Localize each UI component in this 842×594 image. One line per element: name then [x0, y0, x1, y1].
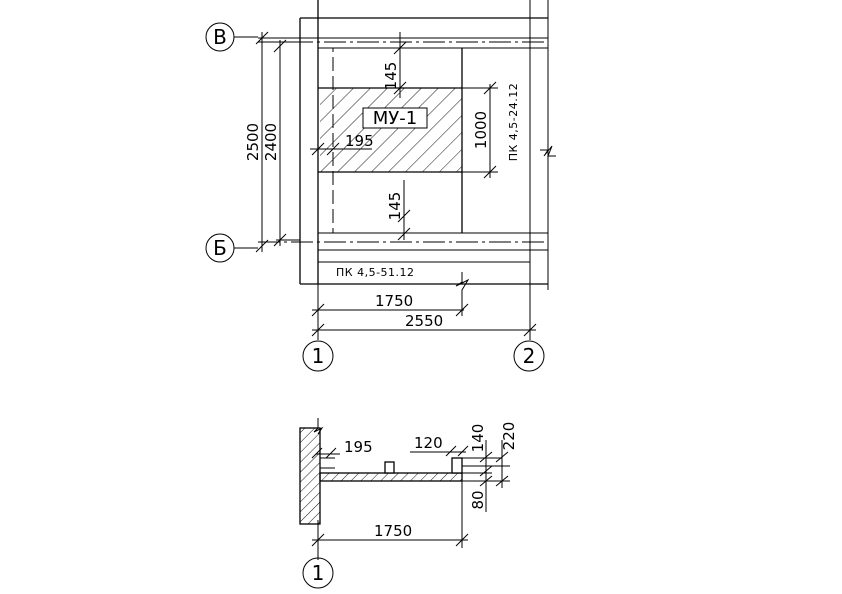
dim-145-top: 145 — [382, 62, 400, 91]
dim-145-bottom: 145 — [386, 192, 404, 221]
section-dim-220: 220 — [500, 422, 518, 451]
dim-195: 195 — [345, 132, 374, 150]
plan-view: МУ-1 В Б 2500 2400 145 145 — [205, 0, 556, 372]
axis-label-top: В — [213, 25, 227, 49]
section-wall — [299, 427, 321, 525]
dim-1000: 1000 — [472, 111, 490, 149]
dim-2550: 2550 — [405, 312, 443, 330]
section-dim-140: 140 — [469, 424, 487, 453]
section-view: 195 120 140 220 80 1750 1 — [299, 418, 518, 589]
section-dim-120: 120 — [414, 434, 443, 452]
element-mu1-hatch — [320, 88, 462, 172]
axis-label-2: 2 — [523, 344, 536, 368]
element-mark: МУ-1 — [373, 108, 417, 129]
axis-label-bottom: Б — [213, 236, 227, 260]
dim-2400: 2400 — [262, 123, 280, 161]
section-axis-label-1: 1 — [312, 561, 325, 585]
slab-label-bottom: ПК 4,5-51.12 — [336, 266, 415, 279]
slab-label-right: ПК 4,5-24.12 — [507, 83, 520, 162]
axis-label-1: 1 — [312, 344, 325, 368]
dim-2500: 2500 — [244, 123, 262, 161]
section-dim-1750: 1750 — [374, 522, 412, 540]
section-dim-195: 195 — [344, 438, 373, 456]
section-dim-80: 80 — [469, 490, 487, 509]
dim-1750-plan: 1750 — [375, 292, 413, 310]
section-slab — [319, 472, 463, 482]
